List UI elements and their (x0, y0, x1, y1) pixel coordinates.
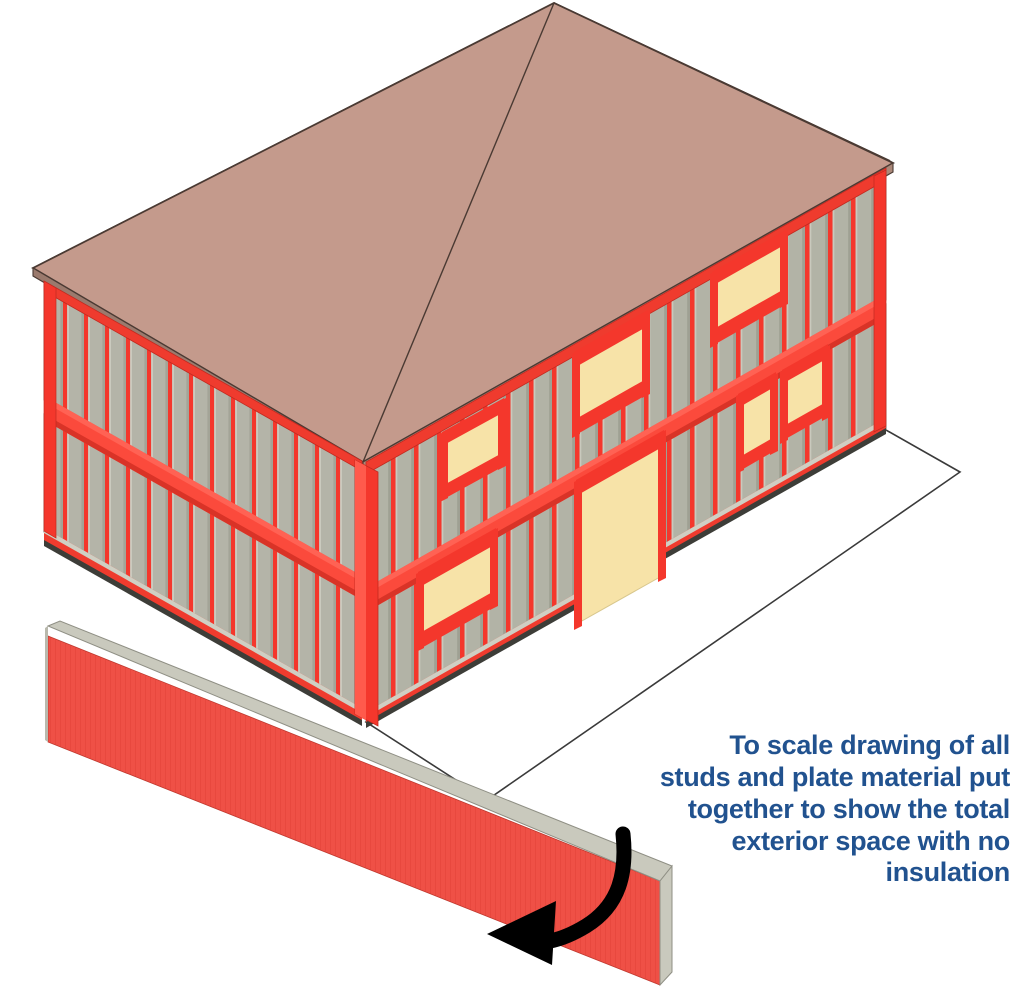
window-opening (440, 398, 506, 502)
window-opening (780, 344, 830, 444)
callout-text: To scale drawing of all studs and plate … (659, 730, 1010, 888)
window-opening (572, 310, 650, 438)
window-opening (416, 528, 498, 652)
left-wall-framing (43, 280, 363, 726)
window-opening (710, 230, 788, 348)
window-opening (736, 372, 778, 474)
stud-volume-panel (45, 620, 673, 987)
door-opening (574, 430, 666, 630)
corner-post (354, 459, 379, 727)
curved-arrow (487, 826, 632, 965)
